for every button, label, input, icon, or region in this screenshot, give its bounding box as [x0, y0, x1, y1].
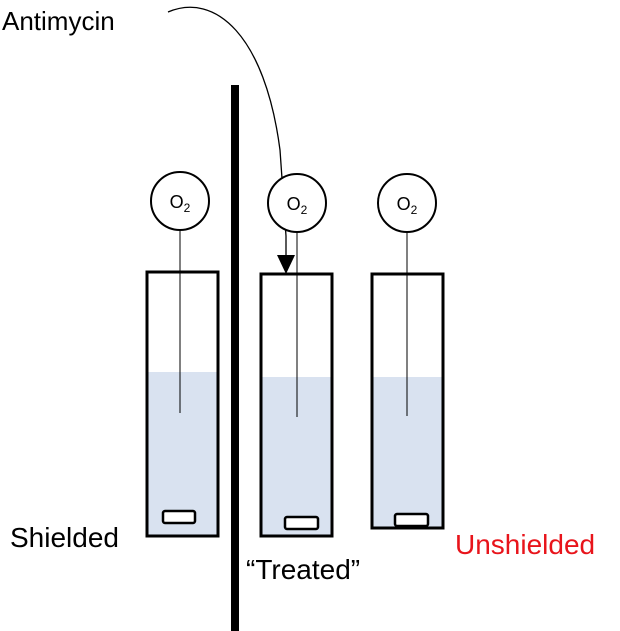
- o2-subscript: 2: [301, 203, 308, 217]
- unshielded-label: Unshielded: [455, 529, 595, 560]
- tube-liquid: [148, 372, 217, 536]
- o2-subscript: 2: [184, 201, 191, 215]
- tube-shielded: O2: [145, 171, 220, 538]
- o2-sensor-circle: [150, 171, 210, 231]
- shielded-label: Shielded: [10, 522, 119, 553]
- antimycin-arrow: [167, 6, 287, 258]
- stir-bar: [393, 512, 430, 528]
- stir-bar: [161, 509, 197, 525]
- o2-sensor-circle: [377, 173, 437, 233]
- antimycin-arrowhead: [277, 255, 295, 274]
- o2-element: O: [287, 194, 301, 214]
- stir-bar: [283, 515, 320, 531]
- antimycin-label: Antimycin: [2, 6, 115, 36]
- o2-sensor-label: O2: [170, 192, 191, 215]
- tube-outline: [145, 270, 220, 538]
- o2-subscript: 2: [411, 203, 418, 217]
- o2-sensor-label: O2: [287, 194, 308, 217]
- treated-label: “Treated”: [246, 554, 360, 585]
- tube-treated: O2: [259, 173, 334, 538]
- o2-element: O: [170, 192, 184, 212]
- o2-sensor-circle: [267, 173, 327, 233]
- tube-unshielded: O2: [370, 173, 445, 530]
- shield-barrier: [231, 85, 239, 631]
- o2-sensor-label: O2: [397, 194, 418, 217]
- o2-element: O: [397, 194, 411, 214]
